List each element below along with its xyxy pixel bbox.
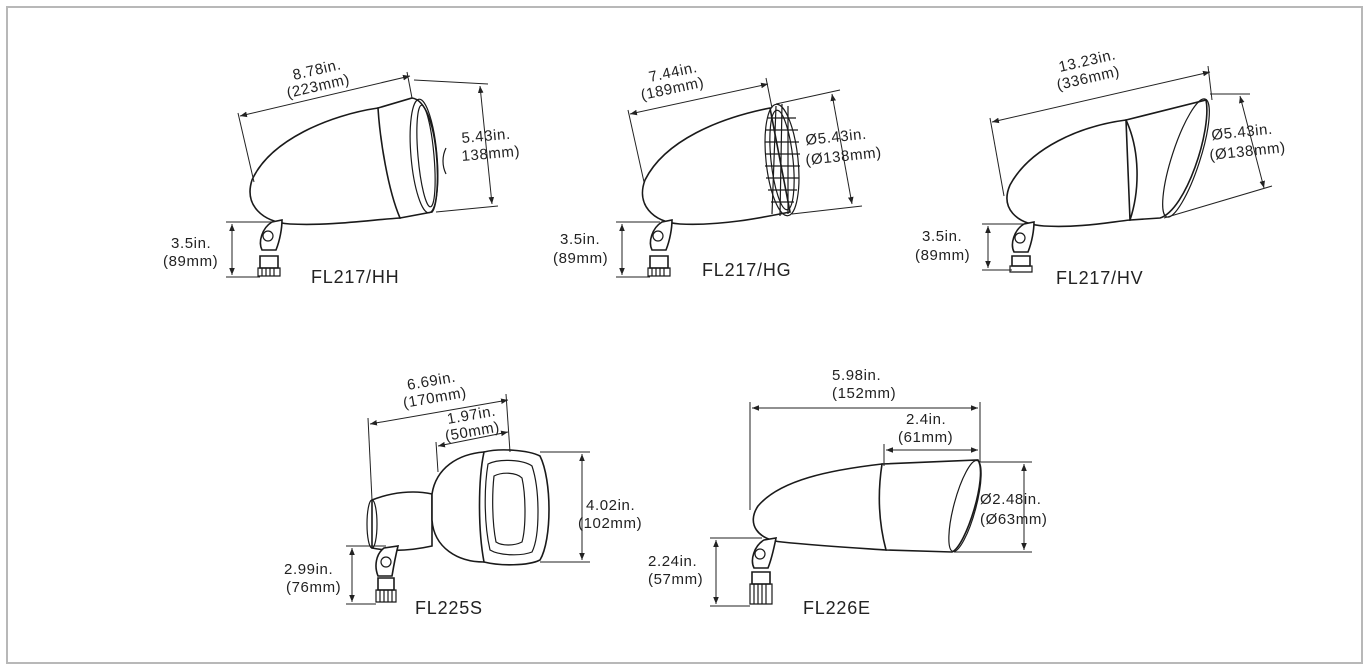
fixture-fl217-hh: 8.78in. (223mm) 5.43in. 138mm) 3.5in. (8… bbox=[163, 56, 521, 287]
fixture-fl226e: 5.98in. (152mm) 2.4in. (61mm) Ø2.48in. (… bbox=[648, 367, 1048, 618]
height-millimeters: (102mm) bbox=[578, 515, 642, 532]
stem-height-millimeters: (89mm) bbox=[163, 253, 218, 270]
fixture-body bbox=[752, 463, 887, 551]
stem-height-millimeters: (76mm) bbox=[286, 579, 341, 596]
fixture-body bbox=[641, 107, 791, 226]
fixture-fl217-hv: 13.23in. (336mm) Ø5.43in. (Ø138mm) 3.5in… bbox=[915, 46, 1286, 288]
fixture-body bbox=[371, 491, 433, 551]
stem-height-millimeters: (89mm) bbox=[915, 247, 970, 264]
model-number: FL217/HG bbox=[702, 260, 791, 280]
stem-height-millimeters: (89mm) bbox=[553, 250, 608, 267]
diameter-inches: Ø5.43in. bbox=[805, 126, 868, 149]
diameter-inches: Ø5.43in. bbox=[1211, 121, 1274, 144]
shroud-length-inches: 2.4in. bbox=[906, 411, 946, 428]
fixture-shroud bbox=[478, 449, 550, 566]
diameter-millimeters: 138mm) bbox=[461, 143, 521, 165]
fixture-body bbox=[1006, 119, 1131, 228]
model-number: FL226E bbox=[803, 598, 871, 618]
model-number: FL217/HV bbox=[1056, 268, 1143, 288]
stem-height-inches: 2.24in. bbox=[648, 553, 697, 570]
model-number: FL217/HH bbox=[311, 267, 399, 287]
stem-height-inches: 3.5in. bbox=[560, 231, 600, 248]
diameter-millimeters: (Ø63mm) bbox=[980, 511, 1048, 528]
fixture-fl225s: 6.69in. (170mm) 1.97in. (50mm) 4.02in. (… bbox=[284, 369, 642, 618]
length-inches: 5.98in. bbox=[832, 367, 881, 384]
stem-height-inches: 3.5in. bbox=[171, 235, 211, 252]
diameter-inches: 5.43in. bbox=[461, 126, 512, 147]
fixture-head bbox=[431, 451, 485, 563]
fixture-body bbox=[249, 107, 401, 226]
stem-height-millimeters: (57mm) bbox=[648, 571, 703, 588]
diameter-inches: Ø2.48in. bbox=[980, 491, 1042, 508]
fixture-shroud bbox=[878, 459, 982, 553]
fixture-fl217-hg: 7.44in. (189mm) Ø5.43in. (Ø138mm) 3.5in.… bbox=[553, 59, 882, 280]
shroud-length-millimeters: (61mm) bbox=[898, 429, 953, 446]
stem-height-inches: 3.5in. bbox=[922, 228, 962, 245]
stem-height-inches: 2.99in. bbox=[284, 561, 333, 578]
height-inches: 4.02in. bbox=[586, 497, 635, 514]
model-number: FL225S bbox=[415, 598, 483, 618]
length-millimeters: (152mm) bbox=[832, 385, 896, 402]
